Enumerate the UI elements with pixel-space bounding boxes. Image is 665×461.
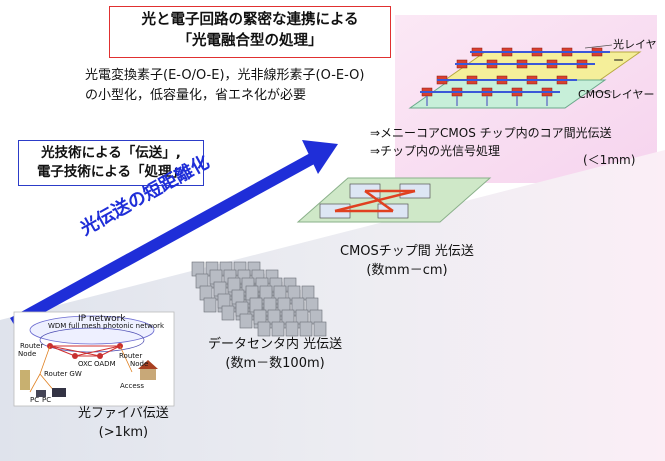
cmos-layer-label: CMOSレイヤー (578, 88, 655, 101)
tech-box-line1: 光技術による「伝送」, (41, 145, 181, 161)
server-rack (299, 321, 313, 337)
cmos-board-illustration (296, 177, 492, 223)
pc2-label: PC (42, 396, 52, 404)
fiber-line1: 光ファイバ伝送 (78, 406, 169, 421)
requirement-line1: 光電変換素子(E-O/O-E)，光非線形素子(O-E-O) (85, 68, 365, 83)
tech-box: 光技術による「伝送」, 電子技術による「処理」 (18, 140, 204, 186)
datacenter-line2: (数m－数100m) (225, 356, 325, 371)
big-arrow (10, 140, 338, 328)
vertical-interconnects (426, 96, 548, 106)
server-rack (257, 321, 271, 337)
oxc-label: OXC (78, 360, 93, 368)
node-right-label: Node (130, 360, 149, 368)
server-rack (221, 305, 235, 321)
chip-note-line2: ⇒チップ内の光信号処理 (370, 144, 501, 158)
server-rack (285, 321, 299, 337)
server-rack (271, 321, 285, 337)
requirement-line2: の小型化，低容量化，省エネ化が必要 (85, 88, 307, 103)
cmos-layer-plane (408, 79, 607, 109)
router-left-label: Router (20, 342, 44, 350)
chip-note-line3: (＜1mm) (583, 153, 636, 167)
requirement-text: 光電変換素子(E-O/O-E)，光非線形素子(O-E-O) の小型化，低容量化，… (85, 66, 364, 106)
server-rack (313, 321, 327, 337)
access-label: Access (120, 382, 144, 390)
datacenter-caption: データセンタ内 光伝送 (数m－数100m) (208, 335, 342, 373)
oadm-label: OADM (94, 360, 116, 368)
wdm-label: WDM full mesh photonic network (48, 322, 165, 330)
cmos-chip-line2: (数mm－cm) (366, 263, 448, 278)
fiber-line2: (>1km) (98, 425, 149, 440)
server-rack (203, 297, 217, 313)
cmos-chip-line1: CMOSチップ間 光伝送 (340, 244, 474, 259)
datacenter-line1: データセンタ内 光伝送 (208, 337, 343, 352)
chip-notes: ⇒メニーコアCMOS チップ内のコア間光伝送 ⇒チップ内の光信号処理 (370, 124, 612, 160)
server-rack (239, 313, 253, 329)
chip-illustration (408, 44, 642, 109)
fiber-caption: 光ファイバ伝送 (>1km) (78, 404, 169, 442)
network-diagram (20, 315, 158, 397)
router-gw-label: Router GW (44, 370, 82, 378)
optical-layer-label: 光レイヤー (613, 38, 657, 67)
title-line2: 「光電融合型の処理」 (177, 33, 323, 49)
tech-box-line2: 電子技術による「処理」 (36, 164, 186, 180)
title-line1: 光と電子回路の緊密な連携による (141, 12, 359, 28)
ip-network-label: IP network (78, 314, 126, 324)
optical-waveguides (420, 51, 610, 93)
cmos-chip-caption: CMOSチップ間 光伝送 (数mm－cm) (340, 242, 474, 280)
chip-note-line1: ⇒メニーコアCMOS チップ内のコア間光伝送 (370, 126, 612, 140)
router-right-label: Router (119, 352, 143, 360)
title-box: 光と電子回路の緊密な連携による 「光電融合型の処理」 (109, 6, 391, 58)
datacenter-racks (191, 261, 327, 337)
chip-links (334, 189, 416, 213)
pc1-label: PC (30, 396, 40, 404)
node-left-label: Node (18, 350, 37, 358)
